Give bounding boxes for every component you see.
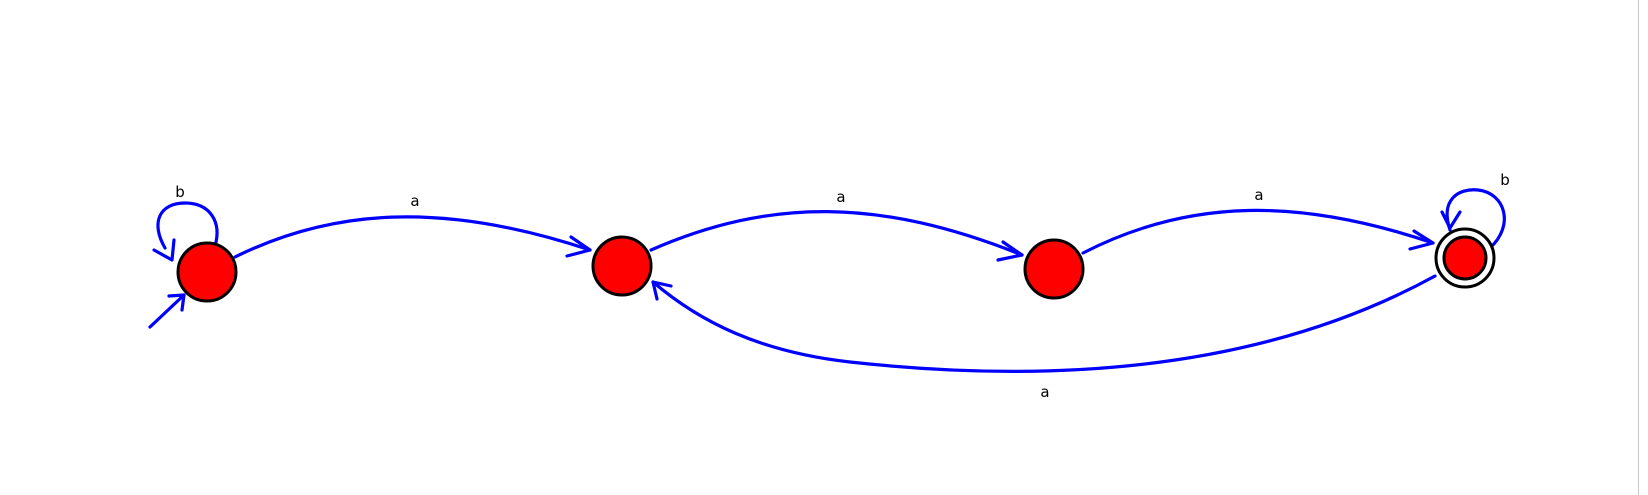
label-q3-self: b <box>1500 171 1510 189</box>
arrowhead-q3-self <box>1440 210 1462 230</box>
arrowhead-q1-q2 <box>996 240 1024 262</box>
label-q2-q3: a <box>1254 186 1263 204</box>
edge-q1-q2-a <box>649 210 1024 257</box>
edge-q0-self-b <box>156 201 219 250</box>
label-q0-q1: a <box>410 192 419 210</box>
edge-q3-self-b <box>1445 188 1506 250</box>
state-q3[interactable] <box>1442 235 1488 281</box>
edge-q2-q3-a <box>1081 208 1435 255</box>
arrowhead-q0-self <box>152 238 176 262</box>
arrowhead-q2-q3 <box>1408 229 1435 251</box>
state-q1[interactable] <box>591 235 653 297</box>
arrowhead-q3-q1 <box>651 280 673 301</box>
label-q0-self: b <box>175 183 185 201</box>
edge-q0-q1-a <box>233 215 592 259</box>
state-q2[interactable] <box>1023 238 1085 300</box>
edge-initial-q0 <box>148 293 186 329</box>
label-q3-q1: a <box>1040 383 1049 401</box>
vertical-scrollbar[interactable] <box>1638 0 1648 495</box>
edge-q3-q1-a <box>651 274 1437 373</box>
arrowhead-q0-q1 <box>565 235 592 258</box>
arrowhead-initial <box>167 293 186 312</box>
state-q0[interactable] <box>176 241 238 303</box>
label-q1-q2: a <box>836 188 845 206</box>
